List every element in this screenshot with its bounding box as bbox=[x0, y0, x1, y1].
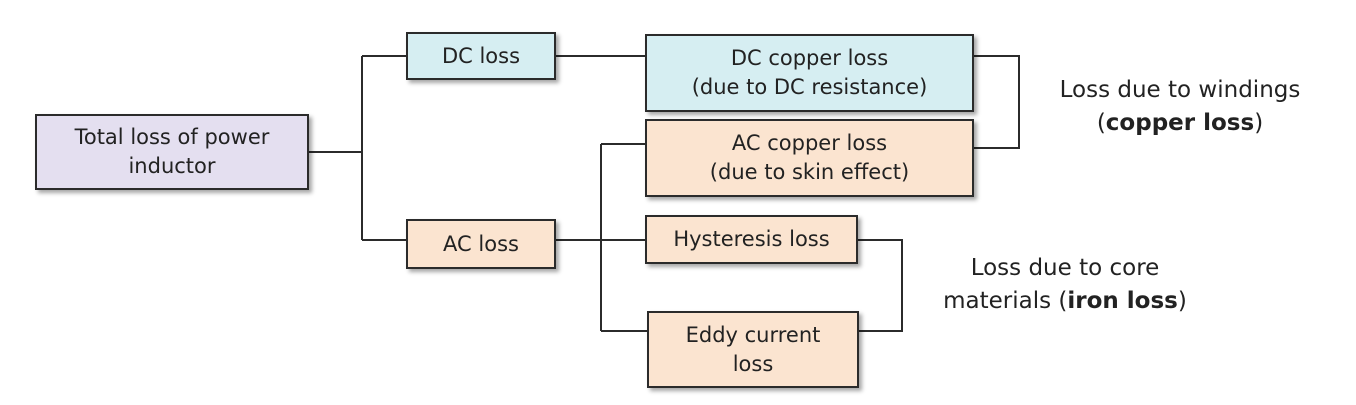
windings-note: Loss due to windings (copper loss) bbox=[1030, 74, 1330, 140]
bracket-windings bbox=[974, 55, 1020, 149]
eddy-current-loss-label: Eddy current loss bbox=[685, 322, 821, 376]
dc-loss-box: DC loss bbox=[406, 32, 556, 80]
dc-copper-loss-box: DC copper loss (due to DC resistance) bbox=[645, 34, 974, 112]
windings-note-close: ) bbox=[1254, 110, 1264, 136]
windings-note-line1: Loss due to windings bbox=[1059, 77, 1301, 103]
windings-note-open: ( bbox=[1096, 110, 1106, 136]
core-note: Loss due to core materials (iron loss) bbox=[915, 252, 1215, 318]
ac-copper-loss-box: AC copper loss (due to skin effect) bbox=[645, 119, 974, 197]
core-note-close: ) bbox=[1177, 288, 1187, 314]
total-loss-label: Total loss of power inductor bbox=[74, 125, 270, 178]
ac-loss-label: AC loss bbox=[443, 231, 519, 256]
dc-loss-label: DC loss bbox=[441, 43, 521, 68]
hysteresis-loss-label: Hysteresis loss bbox=[673, 227, 830, 251]
copper-loss-term: copper loss bbox=[1105, 110, 1255, 136]
dc-copper-loss-title: DC copper loss bbox=[730, 46, 889, 70]
hysteresis-loss-box: Hysteresis loss bbox=[645, 215, 858, 264]
core-note-prefix: materials ( bbox=[943, 288, 1068, 314]
core-note-line1: Loss due to core bbox=[970, 255, 1160, 281]
bracket-core bbox=[858, 239, 903, 332]
total-loss-box: Total loss of power inductor bbox=[35, 114, 309, 190]
dc-copper-loss-cause: (due to DC resistance) bbox=[691, 75, 928, 99]
ac-loss-box: AC loss bbox=[406, 219, 556, 269]
ac-copper-loss-title: AC copper loss bbox=[731, 131, 888, 155]
eddy-current-loss-box: Eddy current loss bbox=[647, 311, 859, 388]
ac-copper-loss-cause: (due to skin effect) bbox=[709, 160, 910, 184]
iron-loss-term: iron loss bbox=[1067, 288, 1178, 314]
